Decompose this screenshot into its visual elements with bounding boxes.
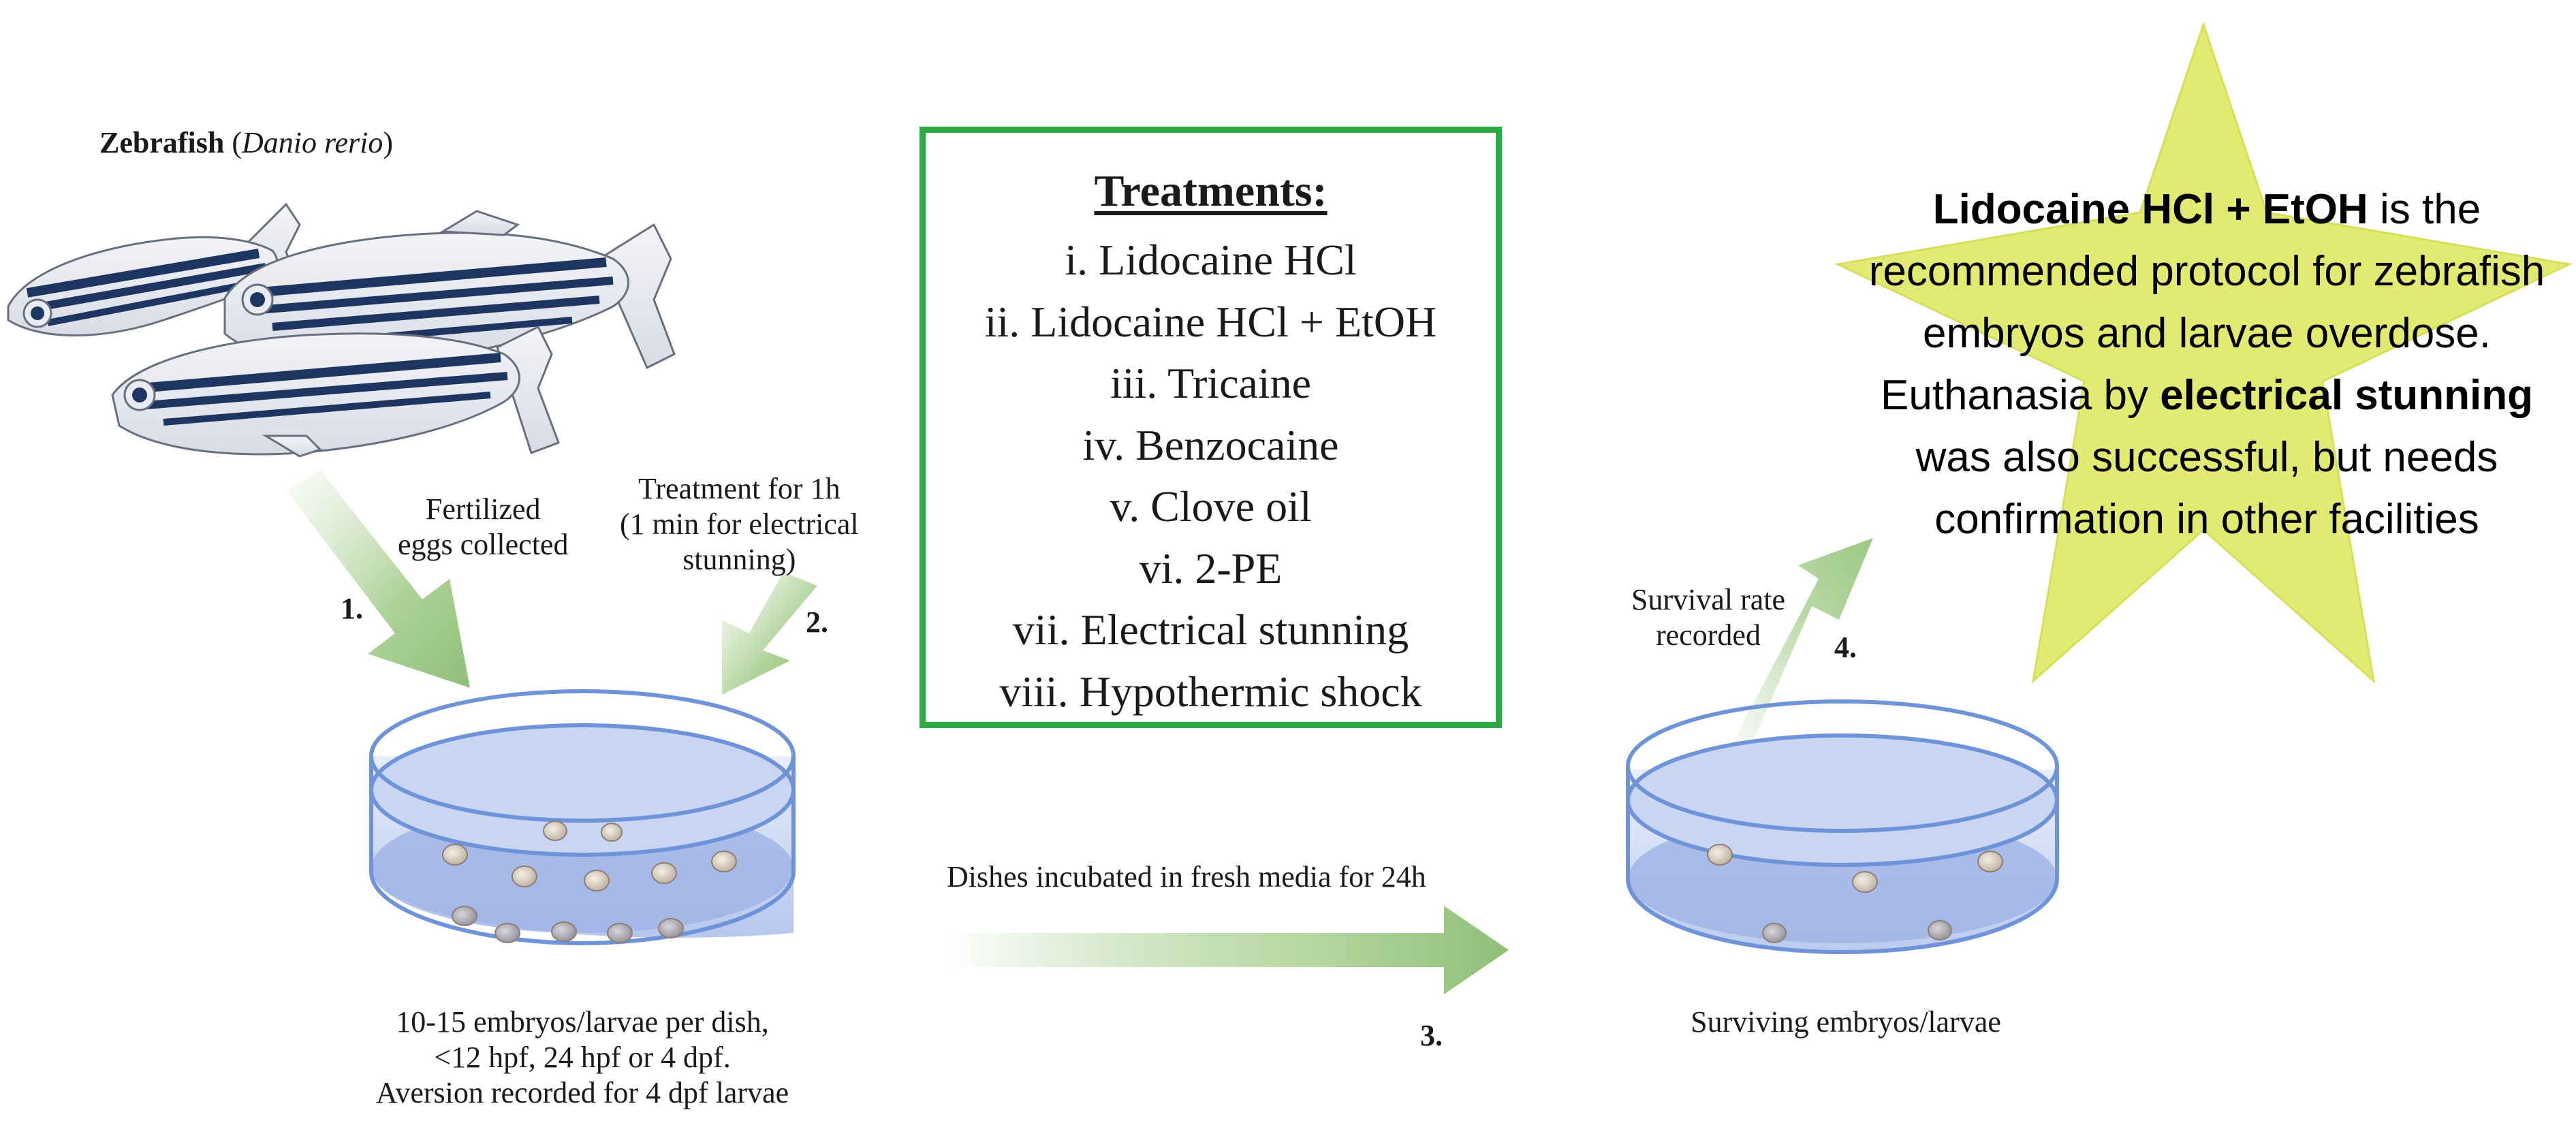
step-3-number: 3. xyxy=(1420,1019,1443,1052)
treatment-item: iv. Benzocaine xyxy=(1082,420,1339,469)
treatments-title: Treatments: xyxy=(1094,166,1328,216)
treatment-item: vii. Electrical stunning xyxy=(1012,605,1409,654)
conclusion-text-2: was also successful, but needs confirmat… xyxy=(1915,434,2498,543)
step-2-caption-line-2: (1 min for electrical xyxy=(620,507,859,541)
species-name: Zebrafish xyxy=(99,126,225,159)
step-4-number: 4. xyxy=(1834,631,1857,664)
treatment-item: vi. 2-PE xyxy=(1139,543,1283,592)
step-4-caption: Survival rate recorded xyxy=(1631,582,1785,653)
step-4-caption-line-1: Survival rate xyxy=(1631,583,1786,616)
treatment-item: viii. Hypothermic shock xyxy=(999,667,1422,716)
treatment-item: i. Lidocaine HCl xyxy=(1065,236,1357,284)
step-2-caption-line-3: stunning) xyxy=(682,542,796,576)
arrow-step-4 xyxy=(1723,538,1873,770)
initial-dish-caption: 10-15 embryos/larvae per dish, <12 hpf, … xyxy=(344,1005,821,1111)
conclusion-emphasis-2: electrical stunning xyxy=(2160,372,2533,419)
arrow-step-1 xyxy=(286,470,470,688)
conclusion-text-1: is the recommended protocol for zebrafis… xyxy=(1868,186,2545,419)
step-1-caption-line-1: Fertilized xyxy=(425,492,541,526)
zebrafish-illustration xyxy=(7,202,676,458)
species-title: Zebrafish (Danio rerio) xyxy=(99,126,394,159)
step-4-caption-line-2: recorded xyxy=(1656,618,1761,652)
treatment-item: iii. Tricaine xyxy=(1110,359,1312,407)
step-3-caption: Dishes incubated in fresh media for 24h xyxy=(947,860,1426,894)
step-2-number: 2. xyxy=(806,605,828,639)
petri-dish-initial xyxy=(369,689,796,946)
initial-dish-caption-line-2: <12 hpf, 24 hpf or 4 dpf. xyxy=(434,1040,731,1074)
arrow-step-3 xyxy=(947,906,1509,994)
zebrafish-3 xyxy=(111,325,560,458)
step-2-caption-line-1: Treatment for 1h xyxy=(638,472,841,505)
step-1-number: 1. xyxy=(341,592,363,625)
embryos-initial xyxy=(442,821,737,943)
step-1-caption-line-2: eggs collected xyxy=(398,527,569,561)
arrow-step-2 xyxy=(722,572,817,695)
initial-dish-caption-line-1: 10-15 embryos/larvae per dish, xyxy=(396,1005,769,1039)
treatments-list: i. Lidocaine HCl ii. Lidocaine HCl + EtO… xyxy=(926,230,1496,723)
embryos-surviving xyxy=(1707,844,2003,943)
species-latin-name: Danio rerio xyxy=(242,126,383,159)
step-2-caption: Treatment for 1h (1 min for electrical s… xyxy=(620,471,859,578)
conclusion-text: Lidocaine HCl + EtOH is the recommended … xyxy=(1839,178,2575,550)
treatments-box: Treatments: i. Lidocaine HCl ii. Lidocai… xyxy=(920,127,1502,728)
treatment-item: ii. Lidocaine HCl + EtOH xyxy=(984,297,1437,346)
petri-dish-final xyxy=(1626,699,2059,955)
initial-dish-caption-line-3: Aversion recorded for 4 dpf larvae xyxy=(375,1075,789,1109)
highlight-star xyxy=(1834,21,2573,684)
conclusion-emphasis-1: Lidocaine HCl + EtOH xyxy=(1932,186,2368,233)
treatment-item: v. Clove oil xyxy=(1110,482,1312,531)
step-1-caption: Fertilized eggs collected xyxy=(398,492,568,563)
final-dish-caption: Surviving embryos/larvae xyxy=(1691,1005,2001,1039)
